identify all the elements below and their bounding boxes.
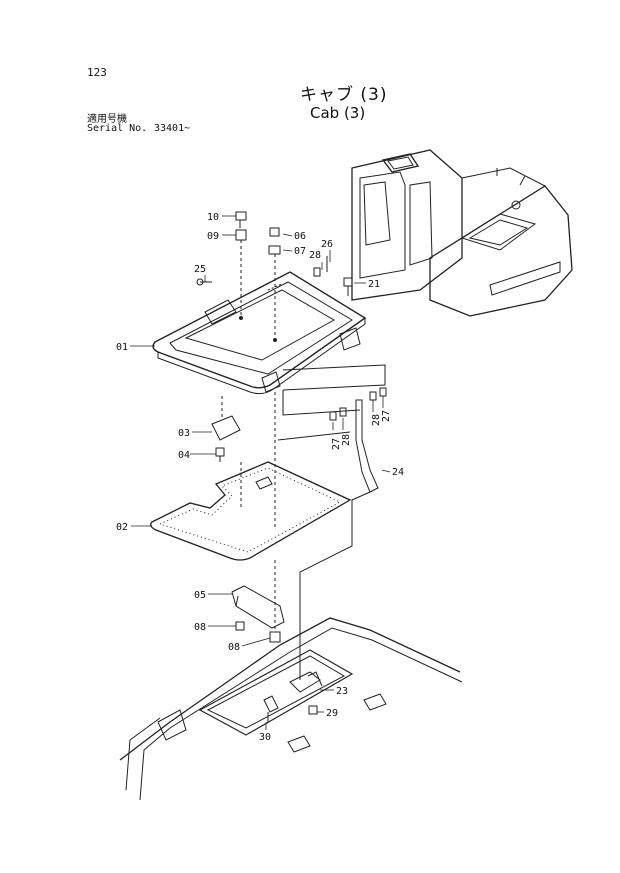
floor-mat bbox=[150, 392, 352, 561]
callout-28-left: 28 bbox=[341, 434, 352, 446]
callout-04: 04 bbox=[178, 450, 190, 461]
callout-27-right: 27 bbox=[381, 410, 392, 422]
callout-05: 05 bbox=[194, 590, 206, 601]
callout-24: 24 bbox=[392, 467, 404, 478]
callout-30: 30 bbox=[259, 732, 271, 743]
callout-02: 02 bbox=[116, 522, 128, 533]
cab-roof-lower-illustration bbox=[119, 617, 463, 801]
roof-hatch-frame bbox=[152, 271, 367, 395]
callout-25: 25 bbox=[194, 264, 206, 275]
serial-label-english: Serial No. bbox=[87, 123, 148, 134]
excavator-overview-illustration bbox=[351, 149, 573, 317]
callout-23: 23 bbox=[336, 686, 348, 697]
callout-03: 03 bbox=[178, 428, 190, 439]
title-japanese: キャブ (3) bbox=[300, 85, 388, 105]
page-number: 123 bbox=[87, 66, 107, 79]
callout-28-right: 28 bbox=[371, 414, 382, 426]
serial-label-japanese: 適用号機 bbox=[87, 114, 127, 125]
callout-07: 07 bbox=[294, 246, 306, 257]
callout-09: 09 bbox=[207, 231, 219, 242]
callout-08-lower: 08 bbox=[228, 642, 240, 653]
callout-27-left: 27 bbox=[331, 438, 342, 450]
title-english: Cab (3) bbox=[310, 104, 366, 122]
callout-26: 26 bbox=[321, 239, 333, 250]
callout-21: 21 bbox=[368, 279, 380, 290]
callout-06: 06 bbox=[294, 231, 306, 242]
handle-assembly bbox=[231, 560, 285, 643]
callout-29: 29 bbox=[326, 708, 338, 719]
hatch-fasteners bbox=[196, 211, 353, 342]
callout-10: 10 bbox=[207, 212, 219, 223]
callout-01: 01 bbox=[116, 342, 128, 353]
serial-number-range: 33401~ bbox=[154, 123, 191, 134]
callout-28-top: 28 bbox=[309, 250, 321, 261]
link-rod bbox=[277, 364, 387, 680]
callout-08-upper: 08 bbox=[194, 622, 206, 633]
bracket-assembly bbox=[211, 396, 241, 462]
callout-leader-lines bbox=[130, 215, 391, 730]
